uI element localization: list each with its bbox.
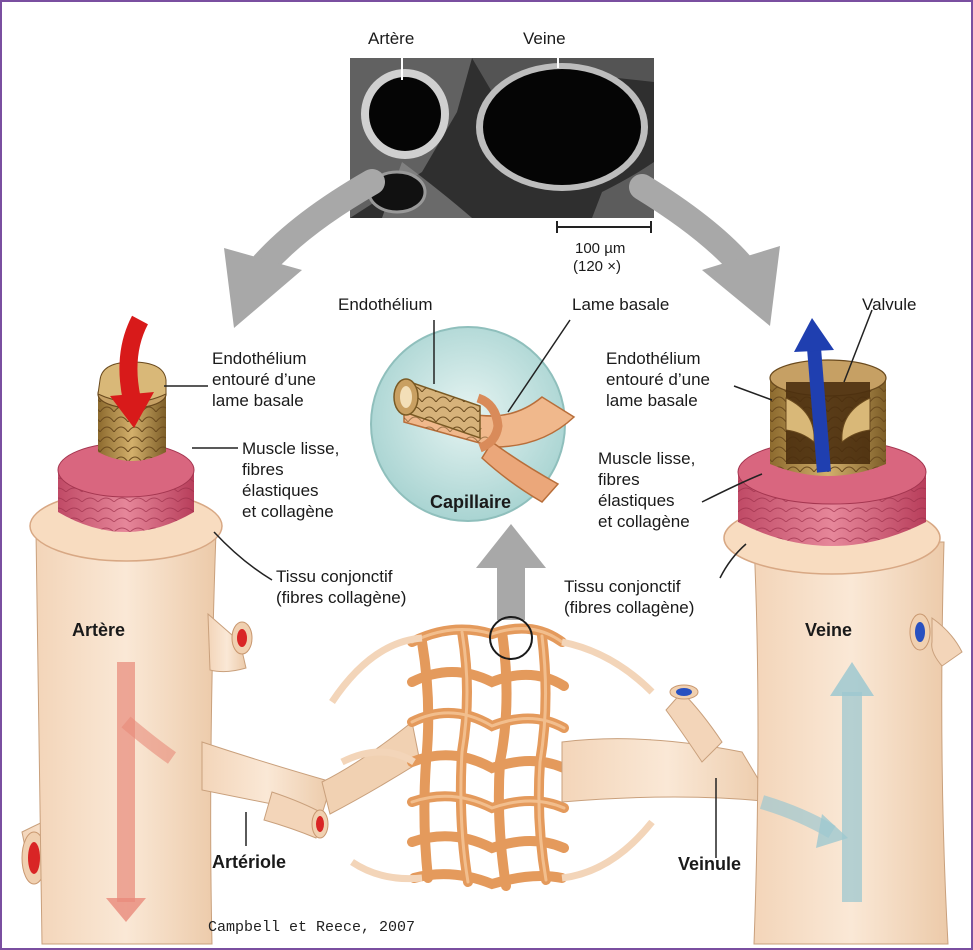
credit-text: Campbell et Reece, 2007 xyxy=(208,917,415,938)
artery-connective-label: Tissu conjonctif (fibres collagène) xyxy=(276,566,406,608)
vein-name: Veine xyxy=(805,620,852,641)
artery-muscle-label: Muscle lisse, fibres élastiques et colla… xyxy=(242,438,339,522)
capillary-highlight-circle xyxy=(490,617,532,659)
artery-name: Artère xyxy=(72,620,125,641)
capillary-endothelium-label: Endothélium xyxy=(338,294,433,315)
venule-name: Veinule xyxy=(678,854,741,875)
venule xyxy=(562,685,772,802)
capillary-title: Capillaire xyxy=(430,492,511,513)
micrograph-image xyxy=(350,58,654,218)
arteriole xyxy=(202,722,420,838)
scale-magnification-label: (120 ×) xyxy=(573,256,621,277)
scale-bar xyxy=(557,221,651,233)
grey-arrow-up xyxy=(476,524,546,620)
vein-illustration xyxy=(724,360,962,944)
vein-connective-label: Tissu conjonctif (fibres collagène) xyxy=(564,576,694,618)
vein-endothelium-label: Endothélium entouré d’une lame basale xyxy=(606,348,710,411)
artery-endothelium-label: Endothélium entouré d’une lame basale xyxy=(212,348,316,411)
micrograph-vein-label: Veine xyxy=(523,28,566,49)
capillary-basal-lamina-label: Lame basale xyxy=(572,294,669,315)
micrograph-artery-label: Artère xyxy=(368,28,414,49)
vein-valve-label: Valvule xyxy=(862,294,917,315)
arteriole-name: Artériole xyxy=(212,852,286,873)
vein-muscle-label: Muscle lisse, fibres élastiques et colla… xyxy=(598,448,695,532)
